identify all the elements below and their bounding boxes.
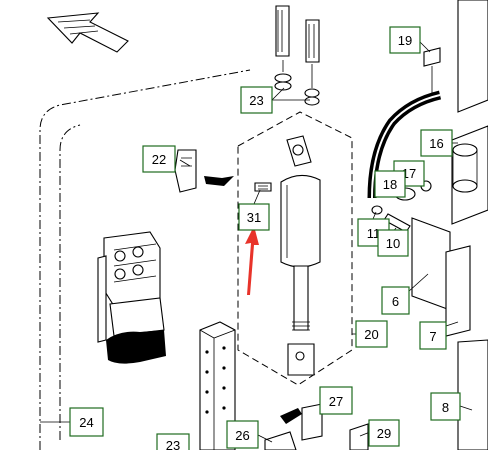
callout-23-top: 23 xyxy=(240,86,273,114)
svg-text:26: 26 xyxy=(235,428,249,443)
svg-text:7: 7 xyxy=(429,329,436,344)
svg-text:6: 6 xyxy=(392,294,399,309)
callout-31: 31 xyxy=(238,203,270,231)
callout-20: 20 xyxy=(355,320,388,348)
svg-text:18: 18 xyxy=(383,177,397,192)
svg-text:11: 11 xyxy=(367,226,381,241)
svg-text:31: 31 xyxy=(247,210,261,225)
highlight-arrow xyxy=(245,226,259,295)
callout-24: 24 xyxy=(69,407,104,437)
callout-22: 22 xyxy=(142,145,176,173)
svg-text:8: 8 xyxy=(442,400,449,415)
svg-text:19: 19 xyxy=(398,33,412,48)
callout-29: 29 xyxy=(368,419,400,447)
callout-23-bottom: 23 xyxy=(156,433,190,450)
hydraulic-cylinder xyxy=(254,135,321,376)
callout-7: 7 xyxy=(419,321,447,350)
svg-text:29: 29 xyxy=(377,426,391,441)
clip-part-22 xyxy=(174,149,234,193)
callout-16: 16 xyxy=(420,129,453,157)
callout-26: 26 xyxy=(226,420,259,449)
callout-27: 27 xyxy=(319,386,353,415)
callout-18: 18 xyxy=(374,170,406,198)
svg-text:24: 24 xyxy=(79,415,93,430)
perforated-column xyxy=(199,321,236,450)
svg-text:10: 10 xyxy=(386,236,400,251)
svg-text:23: 23 xyxy=(249,93,263,108)
bottom-brackets xyxy=(264,403,369,450)
hydraulic-hose xyxy=(367,90,442,199)
svg-text:20: 20 xyxy=(364,327,378,342)
hose-fittings xyxy=(274,5,320,106)
svg-text:23: 23 xyxy=(166,438,180,450)
svg-text:16: 16 xyxy=(429,136,443,151)
callout-19: 19 xyxy=(389,26,421,54)
callout-10: 10 xyxy=(377,229,409,257)
callout-8: 8 xyxy=(430,392,461,421)
direction-arrow-icon xyxy=(46,12,129,53)
cylinder-group-outline xyxy=(237,111,353,386)
callout-6: 6 xyxy=(381,286,410,315)
svg-text:22: 22 xyxy=(152,152,166,167)
frame-plates xyxy=(411,0,488,450)
svg-text:27: 27 xyxy=(329,394,343,409)
valve-block-stack xyxy=(97,231,166,364)
